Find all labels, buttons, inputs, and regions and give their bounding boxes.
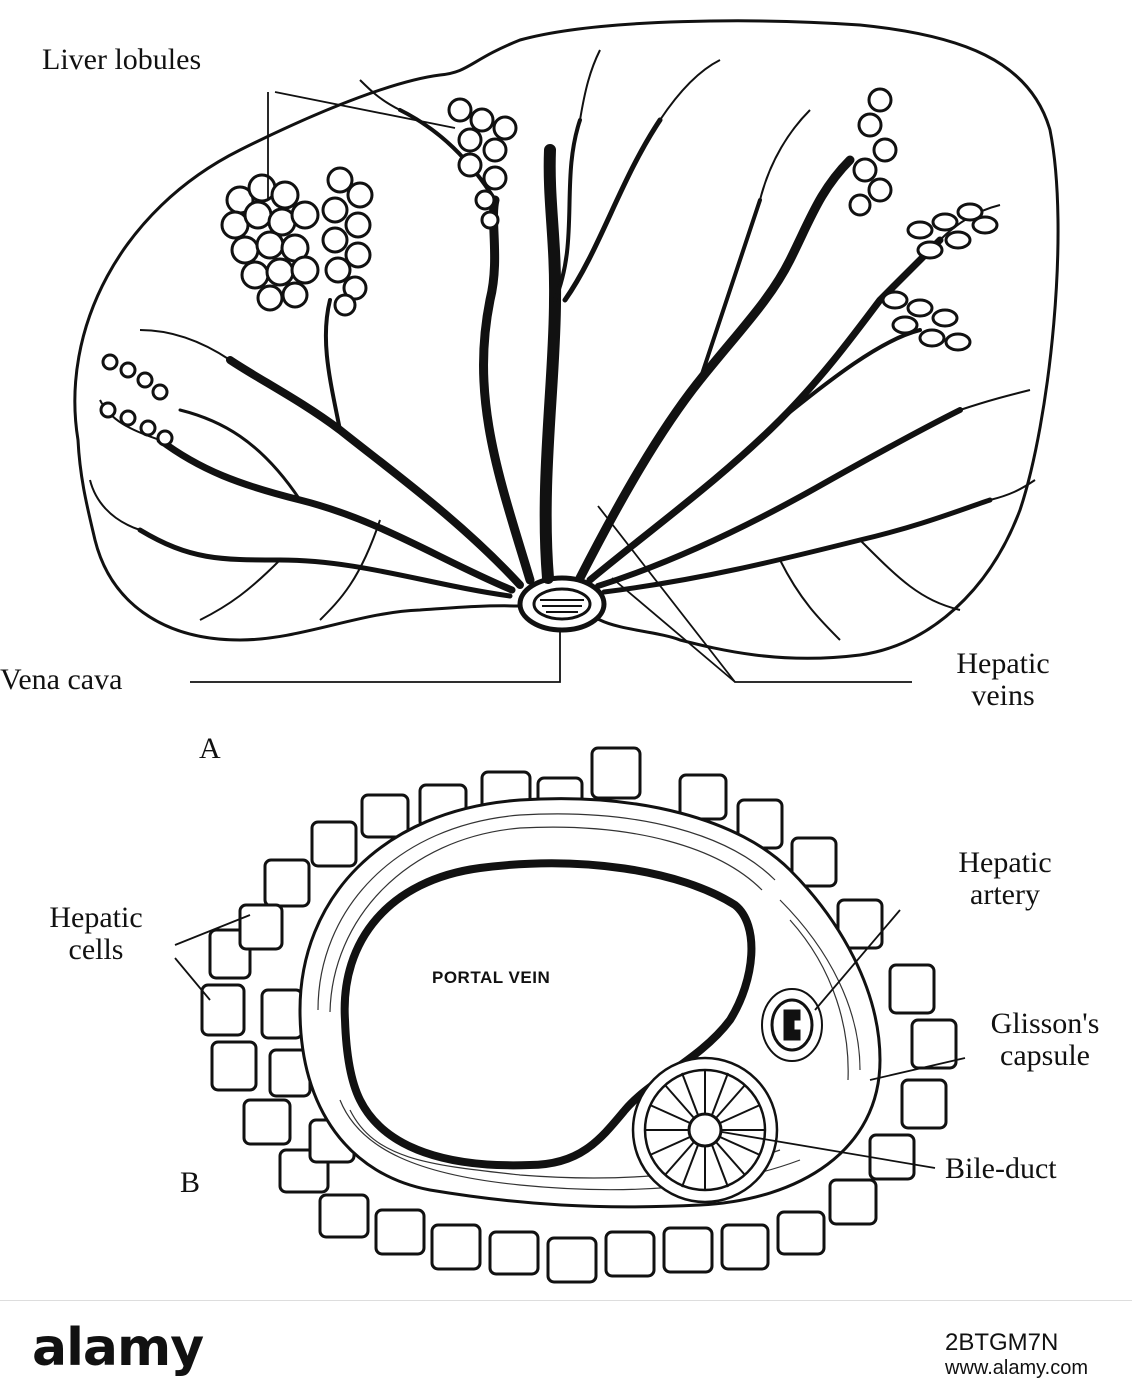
label-glissons-capsule-line2: capsule (1000, 1039, 1090, 1072)
label-glissons-capsule: Glisson's capsule (965, 1008, 1125, 1072)
hepatic-cells (200, 746, 958, 1284)
label-hepatic-artery-line2: artery (970, 878, 1040, 911)
label-hepatic-cells: Hepatic cells (16, 902, 176, 966)
label-hepatic-veins: Hepatic veins (915, 648, 1091, 712)
portal-vein-lumen (340, 859, 756, 1170)
label-vena-cava: Vena cava (0, 663, 123, 696)
stock-footer (0, 1300, 1132, 1391)
bile-duct-epithelium (645, 1070, 765, 1190)
liver-outline (73, 19, 1060, 660)
label-hepatic-veins-line1: Hepatic (956, 647, 1050, 680)
label-hepatic-artery: Hepatic artery (915, 847, 1095, 911)
bile-duct-vessel (631, 1056, 779, 1204)
label-hepatic-cells-line2: cells (68, 933, 124, 966)
label-glissons-capsule-line1: Glisson's (990, 1007, 1100, 1040)
label-bile-duct: Bile-duct (945, 1152, 1057, 1185)
label-liver-lobules: Liver lobules (42, 43, 202, 76)
image-code: 2BTGM7N (945, 1329, 1059, 1356)
leader-bile-duct (721, 1131, 936, 1169)
hepatic-vein-tree (137, 108, 993, 599)
leader-glissons-capsule (869, 1057, 966, 1081)
leader-vena-cava (190, 630, 561, 683)
leader-hepatic-cells (174, 914, 251, 946)
panel-a-marker: A (199, 732, 221, 765)
liver-lobule-clusters (99, 87, 999, 447)
portal-vein-text: PORTAL VEIN (432, 968, 551, 987)
liver-illustration (73, 19, 1060, 1284)
leader-hepatic-artery (814, 909, 901, 1011)
label-hepatic-artery-line1: Hepatic (958, 846, 1052, 879)
panel-b-marker: B (180, 1166, 201, 1199)
hepatic-artery-vessel (761, 988, 823, 1062)
leader-lines (174, 91, 966, 1169)
site-url: www.alamy.com (945, 1357, 1088, 1379)
brand-logo: alamy (32, 1318, 204, 1378)
label-hepatic-veins-line2: veins (971, 679, 1035, 712)
fine-vein-branches (89, 49, 1036, 641)
label-hepatic-cells-line1: Hepatic (49, 901, 143, 934)
